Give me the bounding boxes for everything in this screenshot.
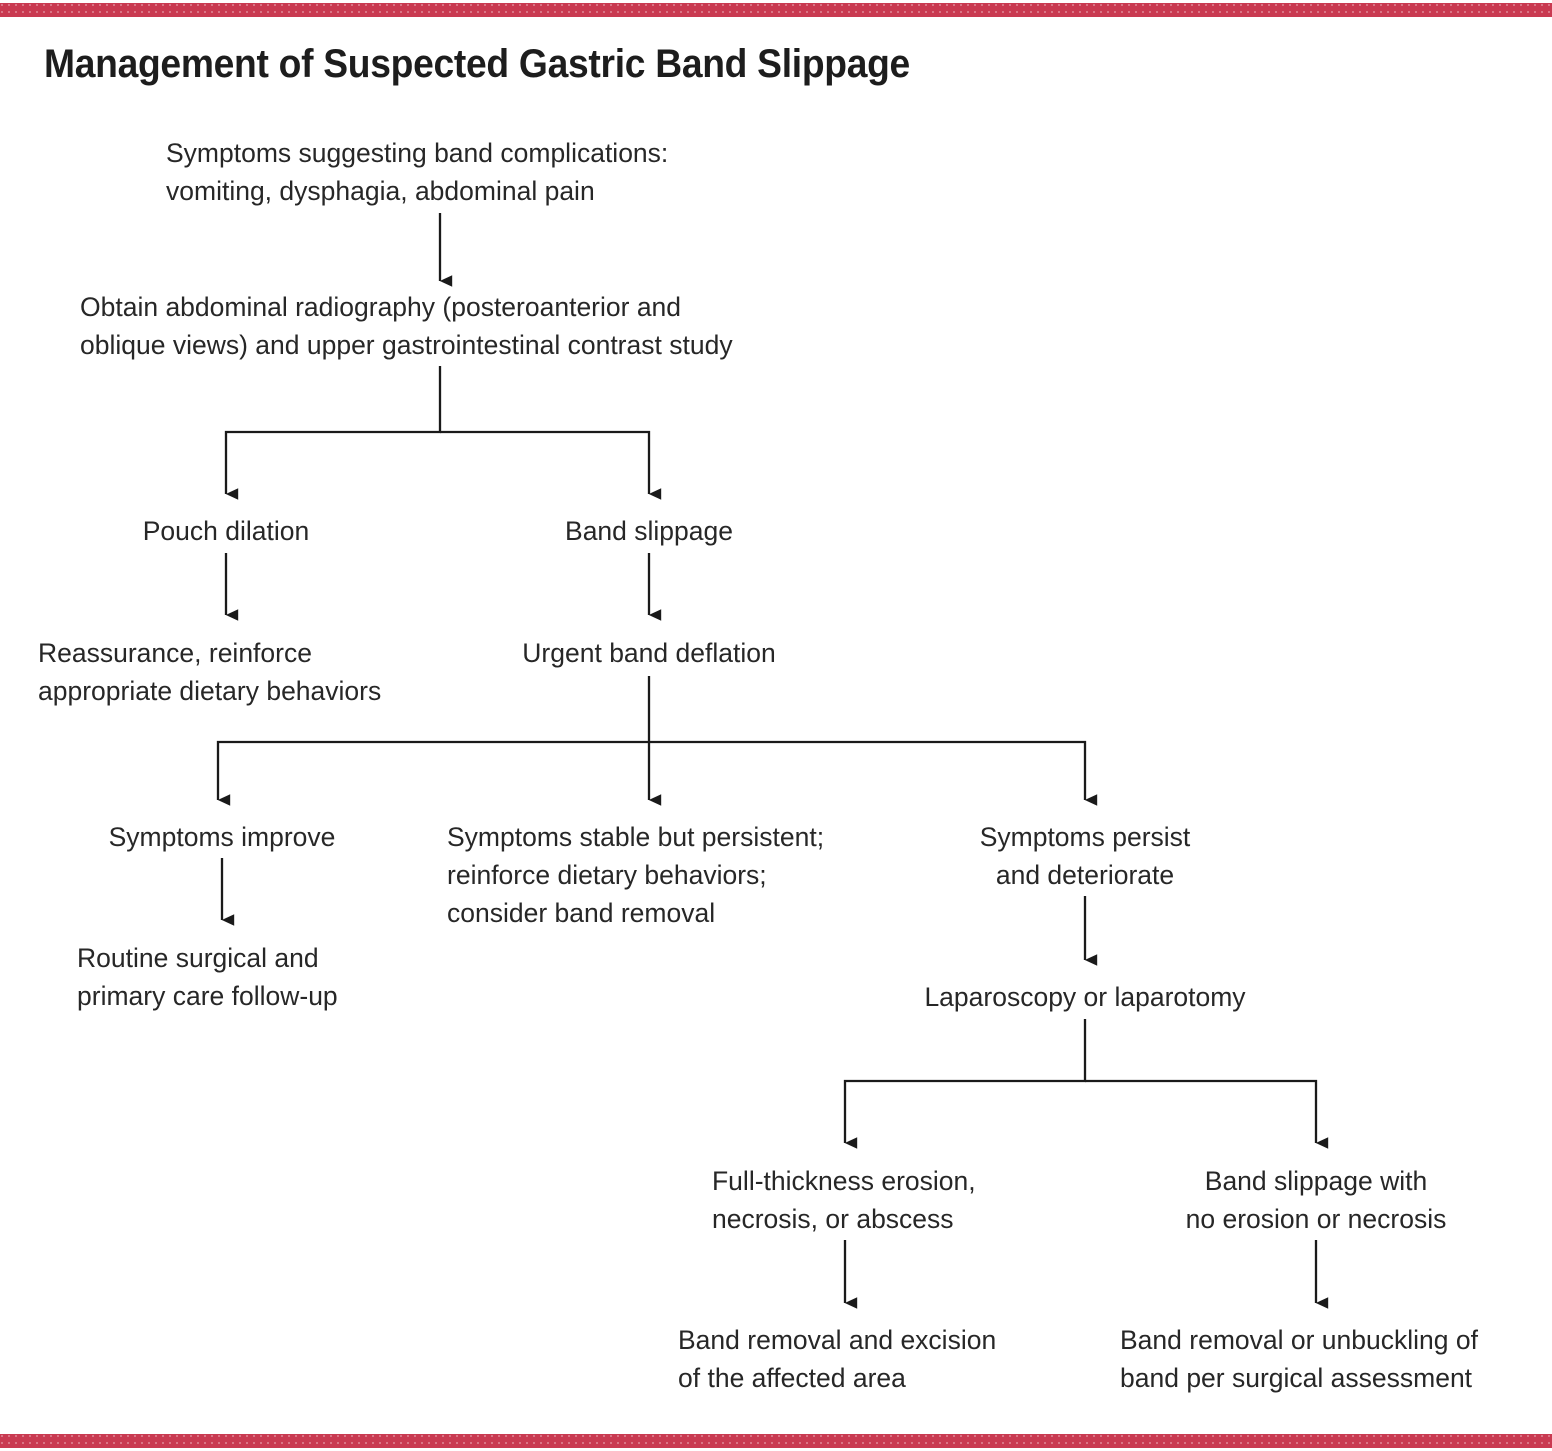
node-reassurance: Reassurance, reinforce appropriate dieta…: [38, 638, 382, 706]
node-full-thickness-erosion: Full-thickness erosion, necrosis, or abs…: [712, 1166, 976, 1234]
node-symptoms-persist: Symptoms persist and deteriorate: [979, 822, 1191, 890]
node-symptoms-stable: Symptoms stable but persistent; reinforc…: [447, 822, 825, 928]
node-routine-followup: Routine surgical and primary care follow…: [77, 943, 338, 1011]
edge-laparoscopy-noerosion: [1085, 1079, 1329, 1149]
node-band-slippage: Band slippage: [565, 516, 733, 546]
node-laparoscopy: Laparoscopy or laparotomy: [924, 982, 1246, 1012]
bottom-accent-rule: [0, 1434, 1552, 1448]
node-band-removal-unbuckling: Band removal or unbuckling of band per s…: [1120, 1325, 1478, 1393]
node-symptoms: Symptoms suggesting band complications: …: [166, 138, 669, 206]
edge-group: [216, 213, 1329, 1309]
top-accent-rule: [0, 3, 1552, 17]
edge-laparoscopy-fullthickness: [843, 1019, 1087, 1149]
page-title: Management of Suspected Gastric Band Sli…: [44, 42, 910, 86]
node-symptoms-improve: Symptoms improve: [108, 822, 336, 852]
edge-deflation-persist: [649, 740, 1098, 806]
edge-imaging-pouch: [224, 366, 442, 500]
edge-imaging-bandslippage: [440, 430, 662, 500]
node-pouch-dilation: Pouch dilation: [142, 516, 310, 546]
node-urgent-deflation: Urgent band deflation: [522, 638, 776, 668]
node-imaging: Obtain abdominal radiography (posteroant…: [80, 292, 733, 360]
node-band-slippage-no-erosion: Band slippage with no erosion or necrosi…: [1185, 1166, 1447, 1234]
node-band-removal-excision: Band removal and excision of the affecte…: [678, 1325, 997, 1393]
